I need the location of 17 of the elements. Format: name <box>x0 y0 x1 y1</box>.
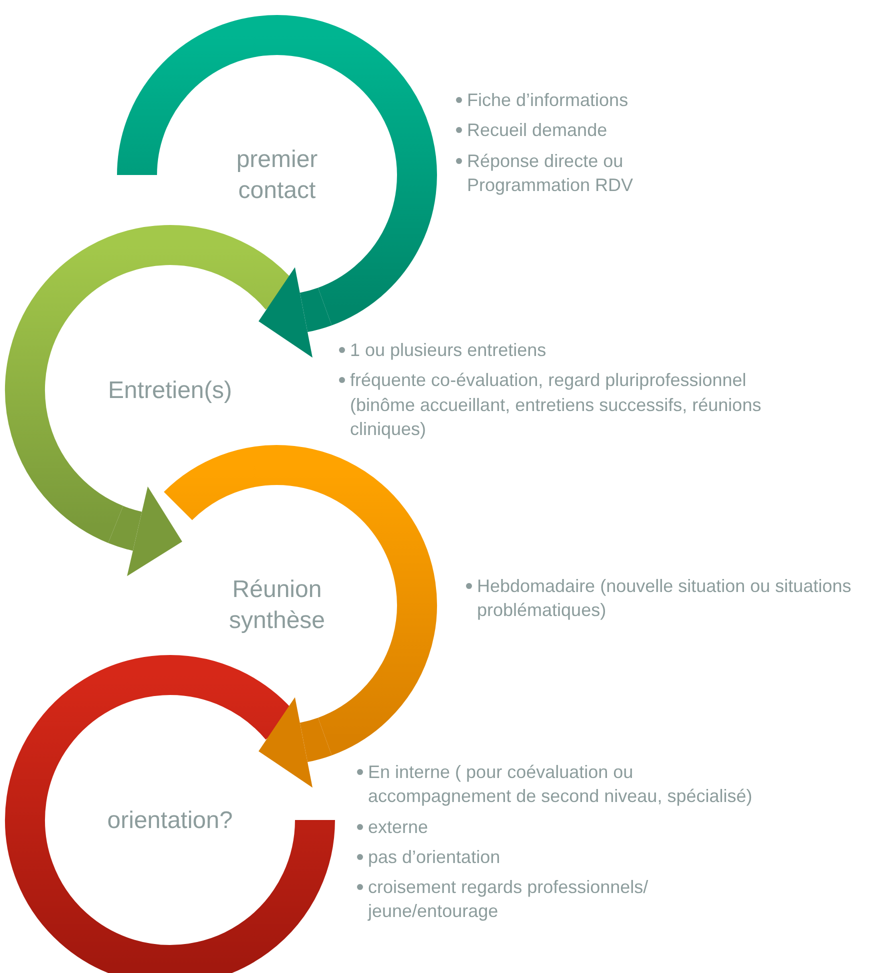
bullet-point-text: Fiche d’informations <box>455 88 705 112</box>
curved-arrow <box>258 697 332 788</box>
bullet-point-text: Recueil demande <box>455 118 705 143</box>
curved-arrow <box>108 486 182 576</box>
bullet-point-text: En interne ( pour coévaluation ou accompagnement de second niveau, spécialisé) <box>356 760 776 809</box>
bullet-point-text: 1 ou plusieurs entretiens <box>338 338 793 362</box>
bullet-point-text: Hebdomadaire (nouvelle situation ou situations problématiques) <box>465 574 865 623</box>
step-label: orientation? <box>106 806 234 836</box>
bullet-point-text: externe <box>356 814 776 839</box>
step-label: Entretien(s) <box>106 376 234 406</box>
bullet-point-text: Réponse directe ou Programmation RDV <box>455 148 705 198</box>
step-label: premier contact <box>235 145 319 206</box>
step-label: Réunion synthèse <box>228 575 326 636</box>
bullet-point-text: pas d’orientation <box>356 844 776 870</box>
curved-arrow <box>258 267 332 358</box>
bullet-point-text: fréquente co-évaluation, regard pluriprofessionnel (binôme accueillant, entretiens successifs, réunions cliniques) <box>338 368 793 442</box>
bullet-point-text: croisement regards professionnels/ jeune/entourage <box>356 875 776 924</box>
